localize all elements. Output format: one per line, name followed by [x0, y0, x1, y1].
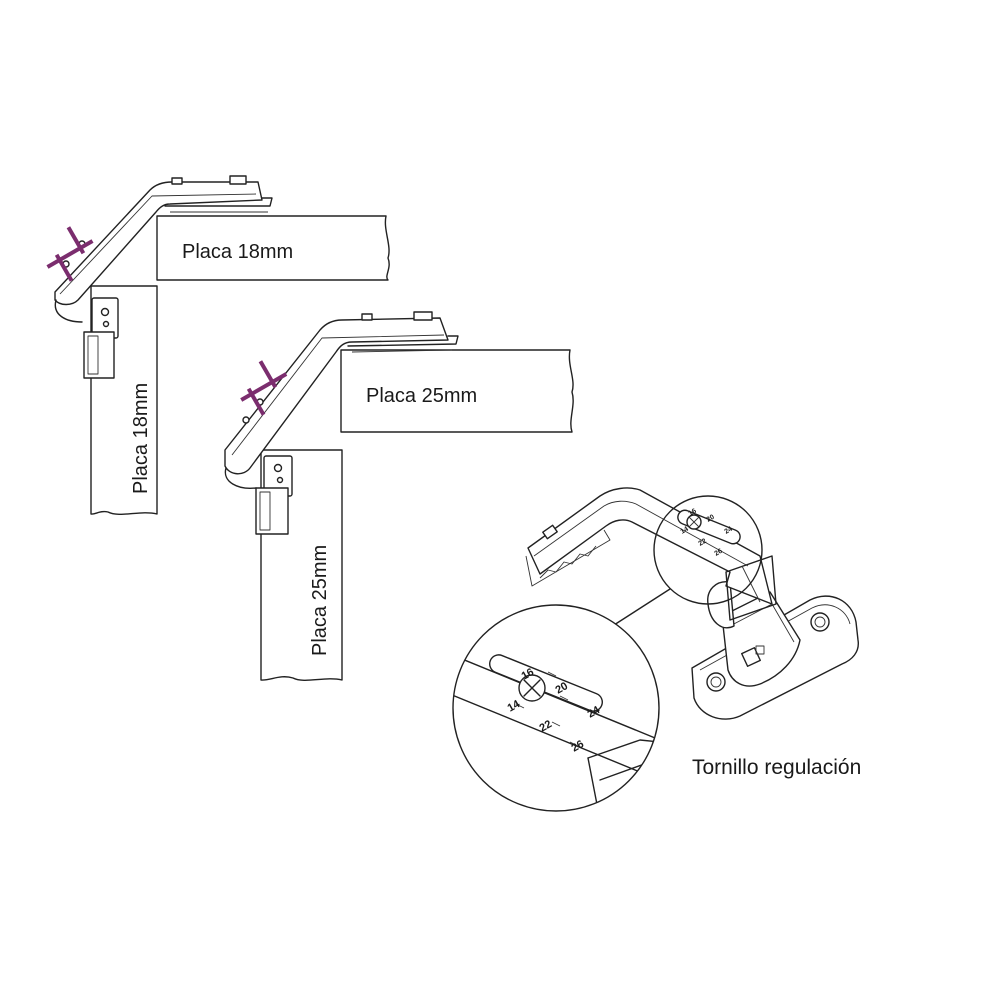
label-panel-top-25: Placa 25mm	[366, 385, 477, 407]
assembly-25mm: Placa 25mm Placa 25mm	[224, 311, 574, 681]
scale-label: 26	[570, 738, 587, 755]
label-panel-top-18: Placa 18mm	[182, 241, 293, 263]
svg-text:26: 26	[714, 548, 724, 558]
scale-label: 20	[554, 680, 571, 697]
mark-25	[240, 360, 288, 416]
panel-top-18	[156, 215, 390, 281]
zoom-source-circle	[653, 495, 763, 605]
hinge-base-25	[255, 455, 293, 535]
caption-adjust-screw: Tornillo regulación	[692, 756, 861, 779]
svg-text:16: 16	[688, 508, 698, 518]
hinge-base-18	[83, 297, 119, 379]
mark-18	[46, 226, 94, 282]
svg-text:14: 14	[680, 526, 690, 536]
label-panel-side-18: Placa 18mm	[130, 383, 152, 494]
zoom-detail: 14 16 20 22 24 26	[452, 604, 660, 812]
svg-text:20: 20	[706, 514, 716, 524]
hinge-arm-18	[54, 175, 273, 323]
hinge-isometric	[525, 487, 859, 720]
hinge-arm-25	[224, 311, 459, 489]
assembly-18mm: Placa 18mm Placa 18mm	[46, 175, 390, 515]
label-panel-side-25: Placa 25mm	[309, 545, 331, 656]
panel-top-25	[340, 349, 574, 433]
zoom-source-scale: 14 16 20 22 24 26	[680, 508, 734, 558]
svg-text:24: 24	[724, 526, 734, 536]
svg-text:22: 22	[698, 538, 708, 548]
scale-label: 16	[520, 666, 537, 683]
scale-label: 22	[538, 718, 555, 735]
